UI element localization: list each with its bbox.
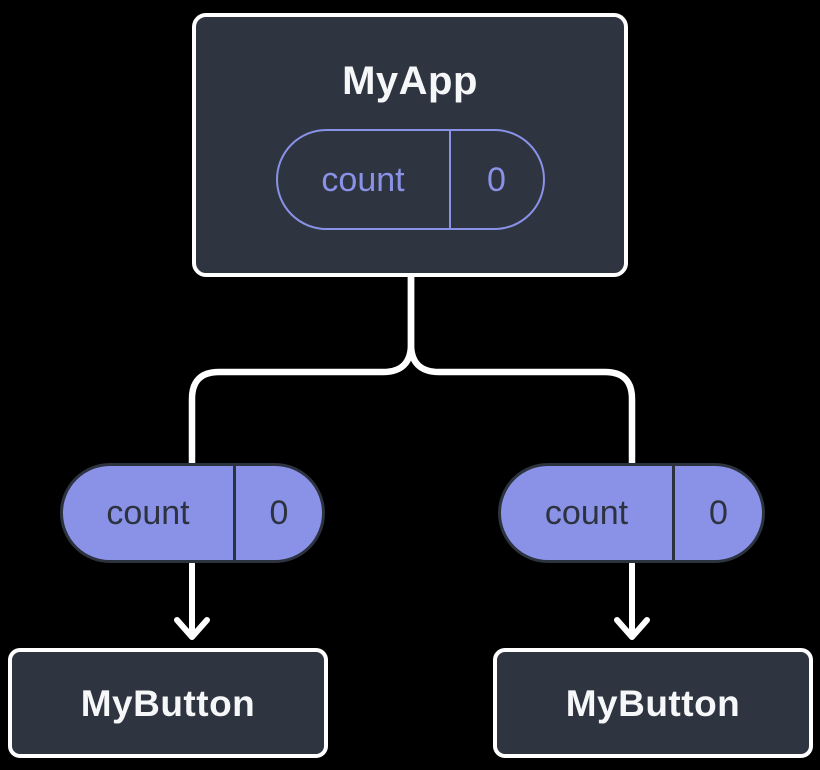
prop-pill-right-value: 0 [709,494,728,532]
node-myapp-title: MyApp [342,59,478,103]
arrow-left-head-icon [174,617,210,640]
state-pill-name: count [278,131,451,228]
node-mybutton-left: MyButton [8,648,328,758]
node-myapp: MyApp count 0 [192,13,628,277]
prop-pill-left: count 0 [60,463,325,563]
node-mybutton-left-title: MyButton [80,682,256,724]
prop-pill-right-name: count [501,466,675,560]
state-pill: count 0 [275,129,545,230]
prop-pill-right: count 0 [498,463,765,563]
connector-root-to-right-pill [407,275,636,466]
node-mybutton-right-title: MyButton [565,682,741,724]
prop-pill-left-name: count [63,466,236,560]
prop-pill-left-value: 0 [269,494,289,532]
state-pill-value: 0 [487,160,506,199]
arrow-right-head-icon [614,617,650,640]
node-mybutton-right: MyButton [493,648,813,758]
connector-root-to-left-pill [188,275,415,466]
